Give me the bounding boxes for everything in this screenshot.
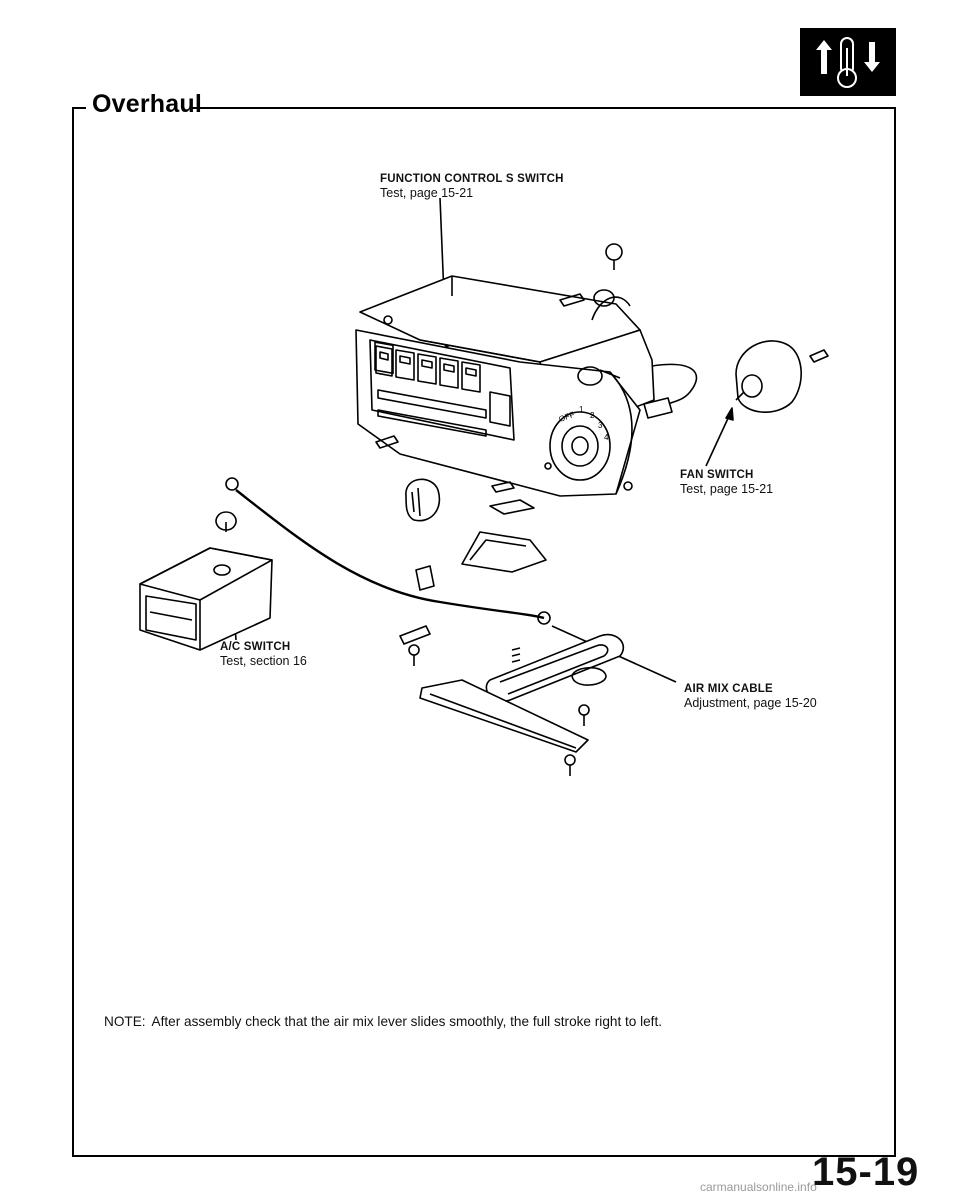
- footer-watermark: carmanualsonline.info: [700, 1180, 817, 1194]
- callout-fan-switch: FAN SWITCH Test, page 15-21: [680, 468, 773, 496]
- diagram-frame: [72, 107, 896, 1157]
- callout-reference: Test, section 16: [220, 654, 307, 668]
- heater-thermometer-icon: [800, 28, 896, 96]
- frame-top-rule: [192, 107, 896, 109]
- callout-name: FAN SWITCH: [680, 469, 754, 481]
- callout-reference: Test, page 15-21: [680, 482, 774, 496]
- page-number: 15-19: [812, 1150, 920, 1194]
- note-tag: NOTE:: [104, 1014, 146, 1029]
- section-title: Overhaul: [92, 90, 202, 118]
- callout-name: A/C SWITCH: [220, 641, 291, 653]
- frame-top-rule-left: [72, 107, 86, 109]
- note-text: After assembly check that the air mix le…: [151, 1014, 663, 1029]
- callout-name: FUNCTION CONTROL S SWITCH: [380, 173, 564, 185]
- callout-air-mix-cable: AIR MIX CABLE Adjustment, page 15-20: [684, 682, 817, 710]
- assembly-note: NOTE: After assembly check that the air m…: [104, 1014, 662, 1029]
- callout-function-control-switch: FUNCTION CONTROL S SWITCH Test, page 15-…: [380, 172, 564, 200]
- callout-reference: Test, page 15-21: [380, 186, 474, 200]
- callout-name: AIR MIX CABLE: [684, 683, 773, 695]
- callout-ac-switch: A/C SWITCH Test, section 16: [220, 640, 307, 668]
- callout-reference: Adjustment, page 15-20: [684, 696, 817, 710]
